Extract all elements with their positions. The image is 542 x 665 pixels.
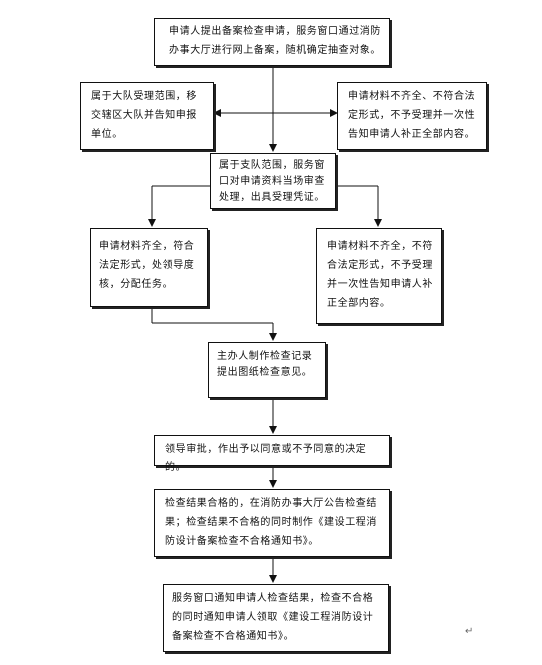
step-transfer-to-brigade: 属于大队受理范围，移交辖区大队并告知申报单位。 [80, 82, 214, 150]
paragraph-return-mark: ↵ [465, 626, 474, 637]
step-reject-incomplete-1: 申请材料不齐全、不符合法定形式，不予受理并一次性告知申请人补正全部内容。 [337, 82, 487, 150]
step-materials-complete: 申请材料齐全，符合法定形式，处领导度核，分配任务。 [90, 228, 208, 307]
step-inspection-record: 主办人制作检查记录提出图纸检查意见。 [208, 342, 326, 398]
step-leader-approval: 领导审批，作出予以同意或不予同意的决定的。 [154, 435, 390, 473]
step-publish-results: 检查结果合格的，在消防办事大厅公告检查结果；检查结果不合格的同时制作《建设工程消… [154, 489, 390, 557]
step-detachment-review: 属于支队范围，服务窗口对申请资料当场审查处理，出具受理凭证。 [210, 153, 336, 209]
step-notify-applicant: 服务窗口通知申请人检查结果，检查不合格的同时通知申请人领取《建设工程消防设计备案… [163, 584, 389, 652]
step-reject-incomplete-2: 申请材料不齐全，不符合法定形式，不予受理并一次性告知申请人补正全部内容。 [316, 228, 442, 324]
step-application-filing: 申请人提出备案检查申请，服务窗口通过消防办事大厅进行网上备案，随机确定抽查对象。 [154, 18, 390, 66]
